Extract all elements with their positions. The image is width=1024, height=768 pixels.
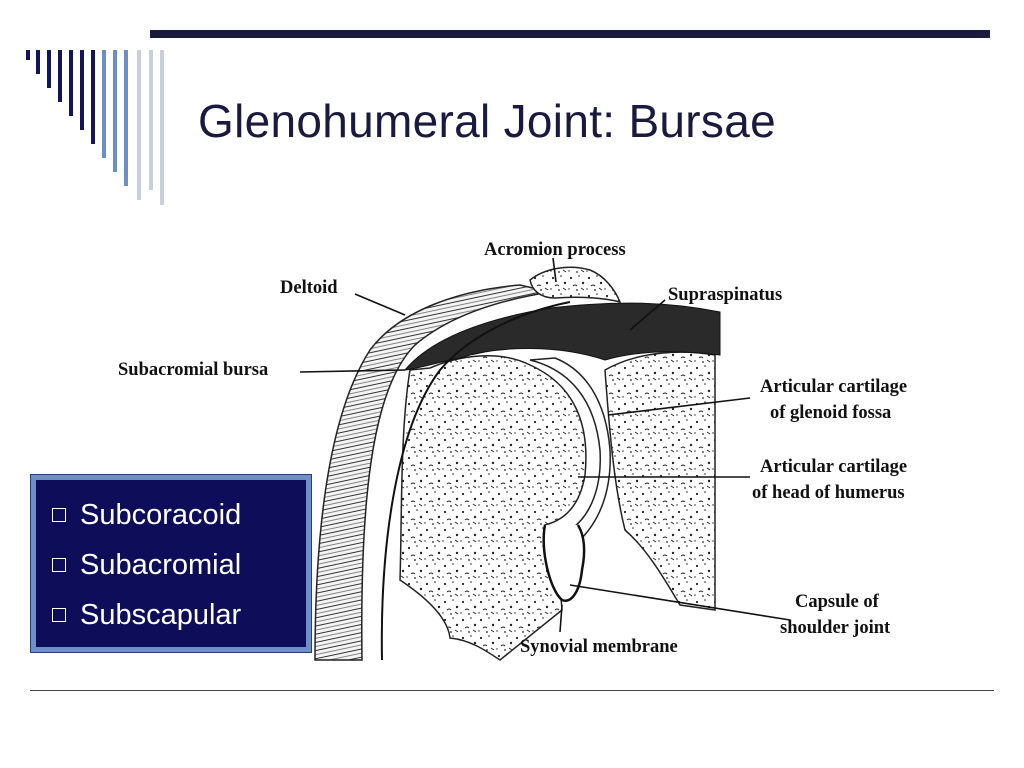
label-capsule-line2: shoulder joint	[780, 618, 891, 638]
label-synovial-membrane: Synovial membrane	[520, 637, 678, 657]
list-item: Subacromial	[52, 540, 306, 590]
stripe	[58, 50, 62, 102]
bursae-list-box: Subcoracoid Subacromial Subscapular	[30, 474, 312, 653]
stripe	[113, 50, 117, 172]
label-deltoid: Deltoid	[280, 278, 338, 298]
bottom-rule	[30, 690, 994, 691]
label-subacromial-bursa: Subacromial bursa	[118, 360, 268, 380]
stripe	[26, 50, 30, 60]
list-item-label: Subacromial	[80, 548, 242, 581]
shoulder-joint-diagram: Acromion process Deltoid Supraspinatus S…	[100, 220, 960, 670]
label-glenoid-cartilage-line1: Articular cartilage	[760, 377, 907, 397]
bursa-line	[380, 301, 571, 661]
hollow-square-bullet-icon	[52, 558, 66, 572]
slide-title: Glenohumeral Joint: Bursae	[198, 95, 776, 147]
hollow-square-bullet-icon	[52, 608, 66, 622]
stripe	[160, 50, 164, 205]
stripe	[80, 50, 84, 130]
list-item-label: Subscapular	[80, 598, 242, 631]
stripe	[124, 50, 128, 186]
scapula-bone	[604, 351, 716, 611]
label-humerus-cartilage-line2: of head of humerus	[752, 483, 905, 503]
label-glenoid-cartilage-line2: of glenoid fossa	[770, 403, 891, 423]
stripe	[149, 50, 153, 190]
stripe	[47, 50, 51, 88]
leader-line	[552, 257, 557, 283]
synovial-pouch	[542, 524, 586, 602]
leader-line	[629, 299, 666, 331]
leader-line	[569, 584, 791, 621]
label-capsule-line1: Capsule of	[795, 592, 880, 612]
leader-line	[354, 293, 406, 316]
stripe	[137, 50, 141, 200]
list-item: Subcoracoid	[52, 490, 306, 540]
list-item-label: Subcoracoid	[80, 498, 242, 531]
label-acromion: Acromion process	[484, 240, 626, 260]
stripe	[91, 50, 95, 144]
humerus-bone	[399, 355, 587, 661]
decorative-stripes	[26, 50, 164, 205]
stripe	[69, 50, 73, 116]
leader-line	[559, 604, 563, 633]
label-humerus-cartilage-line1: Articular cartilage	[760, 457, 907, 477]
hollow-square-bullet-icon	[52, 508, 66, 522]
leader-line	[299, 369, 406, 373]
stripe	[102, 50, 106, 158]
label-supraspinatus: Supraspinatus	[668, 285, 782, 305]
top-rule	[150, 30, 990, 38]
list-item: Subscapular	[52, 590, 306, 640]
bursae-list: Subcoracoid Subacromial Subscapular	[52, 490, 306, 640]
leader-line	[607, 397, 751, 416]
acromion-bone	[529, 266, 622, 304]
stripe	[36, 50, 40, 74]
